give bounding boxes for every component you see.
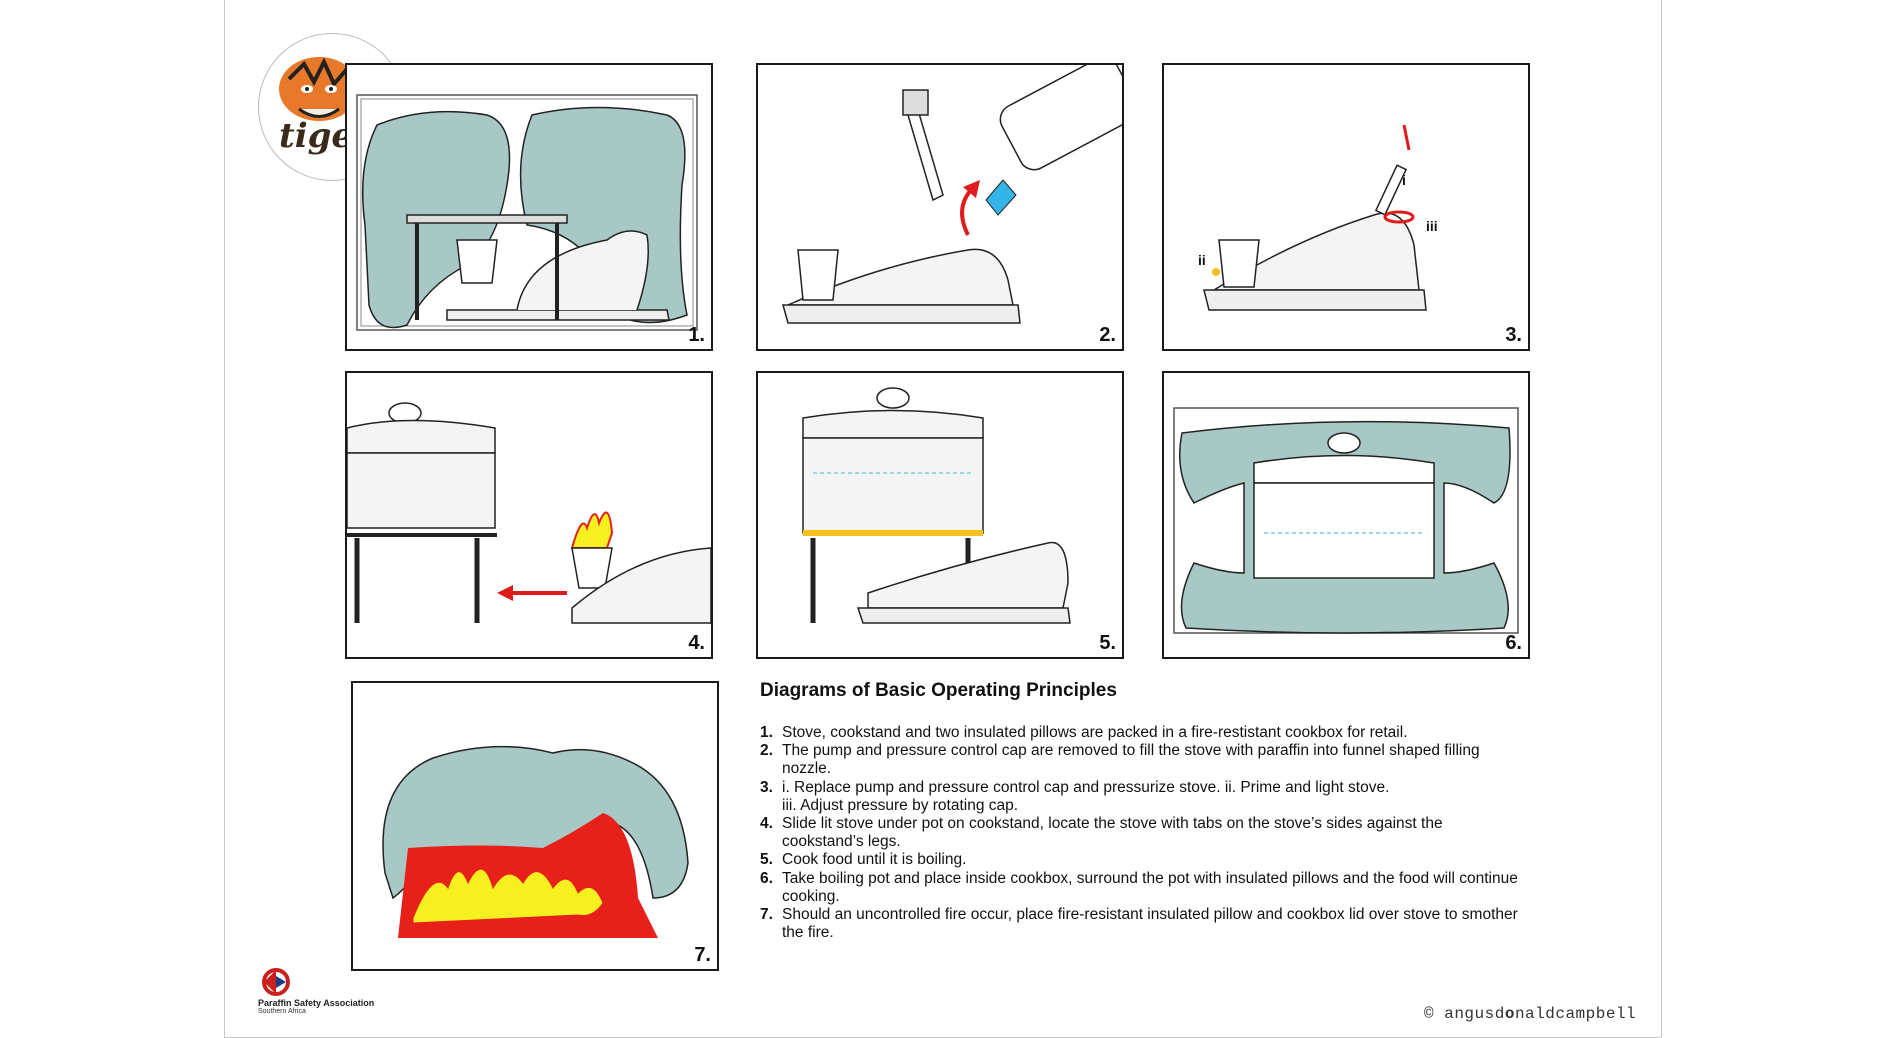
instruction-step-1: 1. Stove, cookstand and two insulated pil… (760, 724, 1520, 742)
step-number: 7. (760, 906, 773, 924)
step-text-continued: iii. Adjust pressure by rotating cap. (782, 796, 1019, 814)
association-region: Southern Africa (258, 1008, 306, 1015)
panel-2: 2. (756, 63, 1124, 351)
instruction-step-5: 5. Cook food until it is boiling. (760, 851, 1520, 869)
panel-number: 6. (1505, 632, 1522, 654)
step-text: Should an uncontrolled fire occur, place… (782, 906, 1518, 942)
paraffin-safety-association-logo: Paraffin Safety Association Southern Afr… (258, 966, 418, 1016)
association-name: Paraffin Safety Association (258, 998, 375, 1008)
panel-5: 5. (756, 371, 1124, 659)
step-text: i. Replace pump and pressure control cap… (782, 778, 1390, 796)
instructions-list: 1. Stove, cookstand and two insulated pil… (760, 724, 1520, 942)
panel-number: 3. (1505, 324, 1522, 346)
insulated-cooking-illustration (1173, 407, 1519, 634)
step-number: 4. (760, 815, 773, 833)
panel-number: 7. (694, 944, 711, 966)
panel-number: 5. (1099, 632, 1116, 654)
instructions-title: Diagrams of Basic Operating Principles (760, 680, 1117, 701)
panel-number: 4. (688, 632, 705, 654)
marker-ii: ii (1198, 252, 1206, 268)
smother-fire-illustration (382, 745, 689, 938)
step-number: 2. (760, 742, 773, 760)
instruction-step-6: 6. Take boiling pot and place inside cook… (760, 870, 1520, 906)
copyright-name-bold: o (1504, 1005, 1515, 1023)
cooking-illustration (802, 387, 1071, 624)
step-text: The pump and pressure control cap are re… (782, 742, 1480, 778)
instruction-step-3: 3. i. Replace pump and pressure control c… (760, 779, 1520, 815)
psa-emblem-icon (262, 968, 290, 996)
pressurize-illustration: i ii iii (1198, 124, 1438, 311)
copyright: © angusdonaldcampbell (1424, 1005, 1636, 1023)
instruction-step-4: 4. Slide lit stove under pot on cookstand… (760, 815, 1520, 851)
marker-iii: iii (1426, 218, 1438, 234)
step-number: 6. (760, 869, 773, 887)
step-text: Stove, cookstand and two insulated pillo… (782, 724, 1408, 741)
refill-illustration (782, 65, 1122, 324)
instruction-step-2: 2. The pump and pressure control cap are … (760, 742, 1520, 778)
copyright-name-start: angusd (1444, 1005, 1505, 1023)
tiger-head-icon (279, 57, 359, 121)
instruction-step-7: 7. Should an uncontrolled fire occur, pla… (760, 906, 1520, 942)
slide-stove-illustration (347, 402, 711, 624)
step-number: 1. (760, 724, 773, 741)
panel-number: 2. (1099, 324, 1116, 346)
panel-number: 1. (688, 324, 705, 346)
step-text: Slide lit stove under pot on cookstand, … (782, 815, 1443, 851)
panel-7: 7. (351, 681, 719, 971)
step-number: 3. (760, 778, 773, 796)
panel-1: 1. (345, 63, 713, 351)
panel-3: i ii iii 3. (1162, 63, 1530, 351)
copyright-name-end: naldcampbell (1514, 1005, 1637, 1023)
step-text: Cook food until it is boiling. (782, 851, 967, 869)
step-text: Take boiling pot and place inside cookbo… (782, 869, 1518, 905)
marker-i: i (1402, 172, 1406, 188)
panel-6: 6. (1162, 371, 1530, 659)
step-number: 5. (760, 851, 773, 869)
packed-cookbox-illustration (356, 94, 698, 331)
panel-4: 4. (345, 371, 713, 659)
copyright-symbol: © (1424, 1005, 1435, 1023)
